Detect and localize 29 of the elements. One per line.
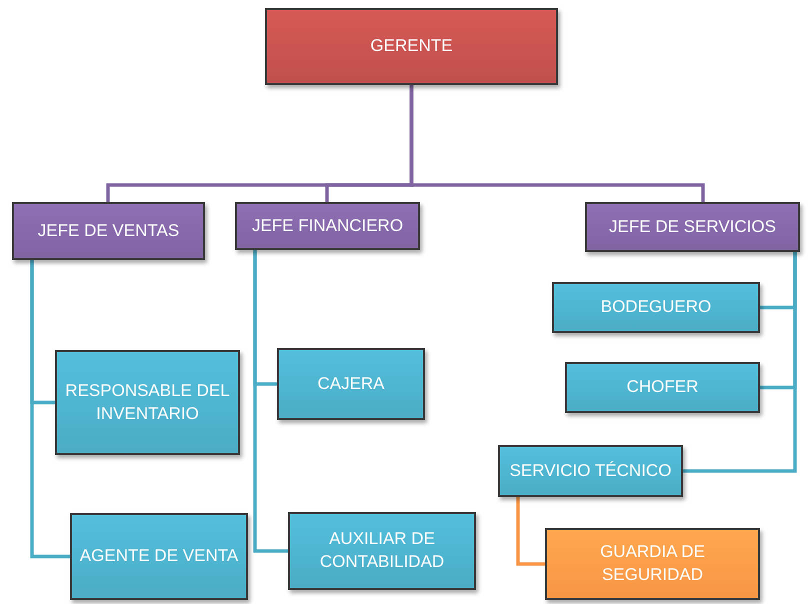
position-title: CHOFER bbox=[626, 376, 700, 398]
department-head-box bbox=[585, 202, 800, 252]
department-head-box bbox=[235, 202, 420, 250]
position-title: JEFE DE SERVICIOS bbox=[608, 216, 777, 238]
connector-line bbox=[410, 85, 705, 202]
connector-line bbox=[516, 497, 545, 566]
connector-line bbox=[253, 250, 288, 553]
position-title: CAJERA bbox=[316, 372, 386, 395]
position-title: RESPONSABLE DEL INVENTARIO bbox=[64, 380, 231, 424]
staff-box bbox=[545, 528, 760, 600]
position-title: SERVICIO TÉCNICO bbox=[508, 460, 672, 482]
position-title: GUARDIA DE SEGURIDAD bbox=[599, 541, 706, 586]
manager-box bbox=[265, 8, 558, 85]
staff-box bbox=[552, 282, 760, 333]
position-title: BODEGUERO bbox=[600, 296, 712, 318]
connector-line bbox=[30, 260, 70, 558]
position-title: JEFE FINANCIERO bbox=[250, 214, 404, 237]
position-title: AGENTE DE VENTA bbox=[78, 545, 240, 568]
staff-box bbox=[288, 512, 476, 590]
position-title: JEFE DE VENTAS bbox=[36, 220, 180, 242]
staff-box bbox=[55, 350, 240, 455]
staff-box bbox=[565, 362, 760, 413]
staff-box bbox=[70, 513, 248, 600]
staff-box bbox=[277, 348, 425, 420]
position-title: GERENTE bbox=[369, 35, 454, 58]
department-head-box bbox=[12, 202, 205, 260]
connector-line bbox=[683, 252, 797, 473]
position-title: AUXILIAR DE CONTABILIDAD bbox=[318, 528, 446, 573]
staff-box bbox=[498, 445, 683, 497]
